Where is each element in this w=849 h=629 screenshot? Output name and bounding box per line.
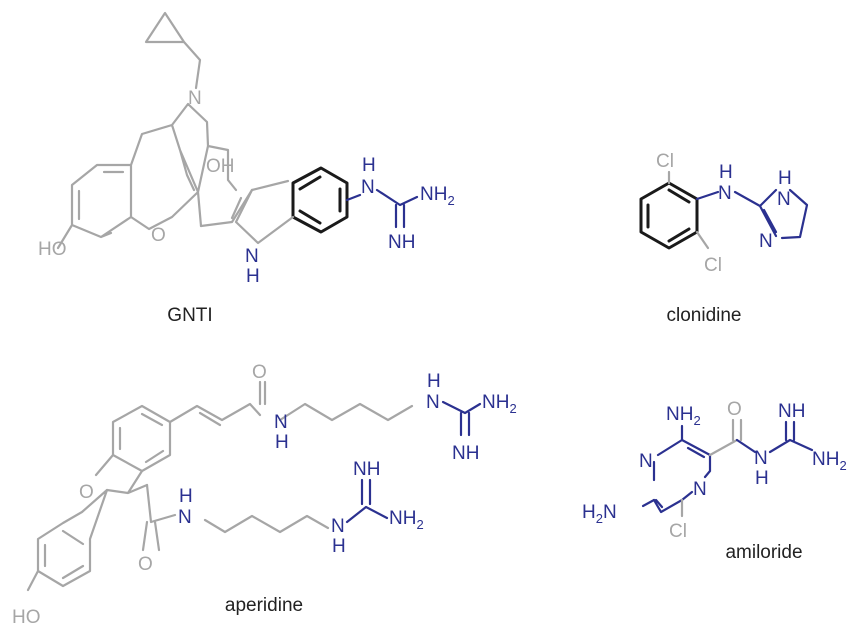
amiloride-atom-gu-h: H [755, 468, 769, 489]
amiloride-atom-ring-n-left: N [639, 451, 653, 472]
amiloride-atom-nh2-top: NH2 [666, 404, 701, 428]
amiloride-atom-cl: Cl [669, 521, 687, 542]
amiloride-guanidine-bonds [735, 420, 814, 454]
gnti-cyclopropyl-bonds [144, 11, 202, 90]
gnti-atom-n-bridge: N [188, 88, 202, 109]
clonidine-ring-inner-2 [667, 227, 691, 243]
aperidine-atom-gu2-nh: NH [353, 459, 380, 480]
gnti-scaffold-bonds [56, 102, 238, 250]
aperidine-atom-gu1-n: N [426, 392, 440, 413]
clonidine-atom-ring-n-top: N [777, 189, 791, 210]
clonidine-guanidine-bonds [695, 188, 809, 240]
gnti-atom-gu-nh2: NH2 [420, 184, 455, 208]
aperidine-phenol-bonds [26, 488, 109, 592]
aperidine-atom-o-amide2: O [138, 554, 153, 575]
aperidine-atom-gu2-n: N [331, 516, 345, 537]
clonidine-atom-cl-top: Cl [656, 151, 674, 172]
aperidine-chain2-bonds [203, 514, 330, 534]
aperidine-benzene-bonds [111, 404, 172, 473]
molecule-clonidine: Cl Cl H N H N N clonidine [639, 151, 809, 326]
aperidine-name: aperidine [225, 595, 303, 616]
aperidine-guanidine1-bonds [441, 400, 482, 437]
amiloride-carbonyl-bonds [708, 418, 743, 457]
amiloride-atom-o-carbonyl: O [727, 399, 742, 420]
aperidine-guanidine2-bonds [345, 478, 389, 524]
molecule-aperidine: O N H H N NH2 NH O H N O NH N H NH2 HO a… [12, 362, 517, 628]
gnti-atom-nh-indole-h: H [246, 266, 260, 287]
clonidine-atom-nh-n: N [718, 183, 732, 204]
aperidine-atom-o-amide1: O [252, 362, 267, 383]
amiloride-name: amiloride [725, 542, 802, 563]
gnti-atom-gu-n: N [361, 177, 375, 198]
aperidine-atom-h-amide2: H [179, 486, 193, 507]
clonidine-cl-bonds [667, 170, 710, 250]
gnti-atom-o-ether: O [151, 225, 166, 246]
aperidine-amide2-bonds [141, 483, 177, 552]
gnti-atom-gu-h: H [362, 155, 376, 176]
molecule-gnti: N OH HO O N H H N NH2 NH GNTI [38, 11, 455, 326]
aperidine-atom-gu2-h: H [332, 536, 346, 557]
amiloride-atom-h2n: H2N [582, 502, 617, 526]
amiloride-atom-gu-nh: NH [778, 401, 805, 422]
gnti-atom-nh-indole-n: N [245, 246, 259, 267]
gnti-guanidine-bonds [345, 188, 419, 229]
aperidine-atom-gu1-nh: NH [452, 443, 479, 464]
gnti-atom-oh: OH [206, 156, 235, 177]
clonidine-atom-ring-n-bottom: N [759, 231, 773, 252]
gnti-atom-ho: HO [38, 239, 67, 260]
clonidine-atom-ring-h: H [778, 168, 792, 189]
gnti-benzo-inner-1 [298, 175, 322, 191]
amiloride-atom-gu-nh2: NH2 [812, 449, 847, 473]
aperidine-atom-gu1-nh2: NH2 [482, 392, 517, 416]
aperidine-atom-gu2-nh2: NH2 [389, 508, 424, 532]
gnti-name: GNTI [167, 305, 212, 326]
aperidine-atom-o-furan: O [79, 482, 94, 503]
clonidine-name: clonidine [667, 305, 742, 326]
aperidine-atom-h-amide1: H [275, 432, 289, 453]
aperidine-chain1-bonds [278, 402, 414, 422]
aperidine-atom-gu1-h: H [427, 371, 441, 392]
aperidine-atom-ho: HO [12, 607, 41, 628]
gnti-benzo-inner-3 [298, 209, 322, 225]
clonidine-ring-inner-3 [667, 188, 691, 204]
gnti-pyrrole-bonds [230, 188, 295, 245]
amiloride-atom-gu-n: N [754, 448, 768, 469]
clonidine-atom-cl-bottom: Cl [704, 255, 722, 276]
gnti-atom-gu-nh: NH [388, 232, 415, 253]
gnti-ring-c-bonds [199, 179, 290, 228]
molecule-amiloride: NH2 O NH NH2 N H N N H2N Cl amiloride [582, 399, 847, 563]
amiloride-atom-ring-n-right: N [693, 479, 707, 500]
aperidine-atom-n-amide1: N [274, 412, 288, 433]
amiloride-nh2-bonds [641, 424, 684, 508]
clonidine-atom-nh-h: H [719, 162, 733, 183]
aperidine-atom-n-amide2: N [178, 507, 192, 528]
aperidine-dihydrofuran-bonds [94, 453, 149, 495]
aperidine-acryl-bonds [168, 380, 267, 427]
